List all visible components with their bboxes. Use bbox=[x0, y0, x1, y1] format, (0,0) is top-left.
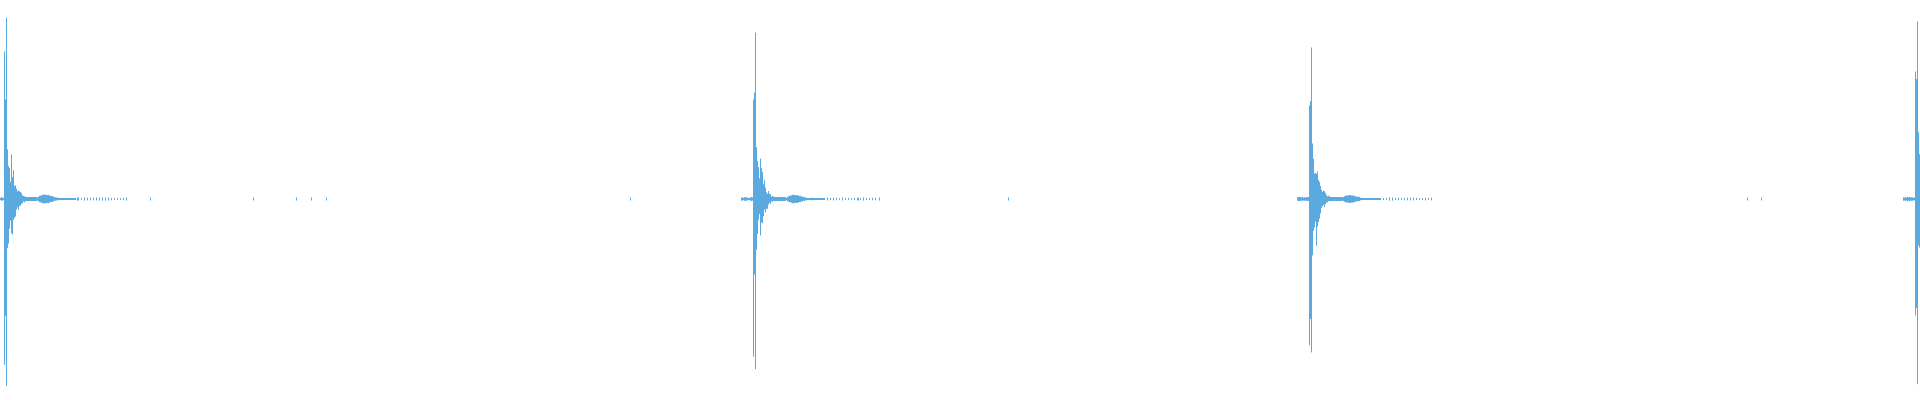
noise-blips bbox=[77, 197, 1762, 201]
transient-burst bbox=[0, 17, 127, 386]
waveform-layer bbox=[0, 17, 1920, 386]
transient-burst bbox=[1297, 47, 1432, 353]
transient-burst bbox=[1903, 21, 1920, 385]
transient-burst bbox=[741, 32, 876, 370]
